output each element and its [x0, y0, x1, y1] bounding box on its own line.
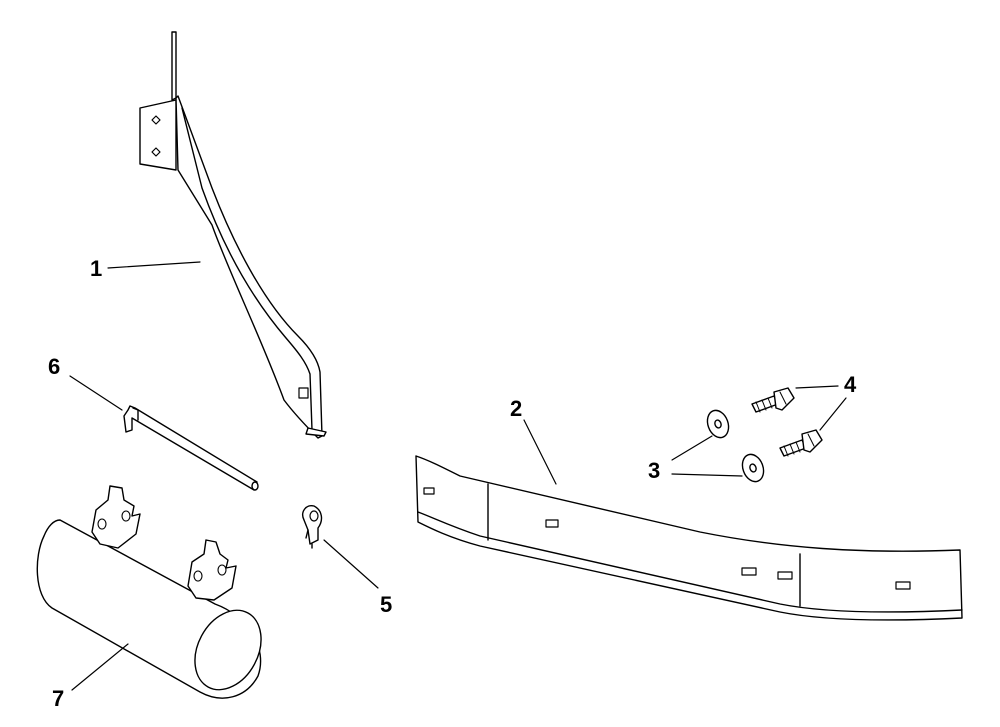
part-support-bracket	[139, 31, 327, 439]
part-bolts	[751, 387, 823, 457]
leader-1	[107, 261, 201, 269]
leader-4a	[795, 385, 839, 389]
leader-6	[69, 375, 123, 411]
leader-3b	[671, 473, 743, 477]
callout-2: 2	[510, 396, 522, 421]
leader-2	[523, 419, 557, 485]
part-washers	[706, 409, 765, 483]
callout-labels: 1 2 3 4 5 6 7	[48, 256, 857, 711]
leader-5	[323, 539, 379, 589]
callout-1: 1	[90, 256, 102, 281]
leader-3a	[671, 435, 713, 461]
part-curved-shield	[415, 455, 963, 621]
callout-6: 6	[48, 354, 60, 379]
callout-7: 7	[52, 686, 64, 711]
leader-lines	[69, 261, 847, 691]
callout-4: 4	[844, 372, 857, 397]
part-rod	[123, 405, 259, 491]
callout-5: 5	[380, 592, 392, 617]
part-muffler	[36, 485, 262, 699]
callout-3: 3	[648, 458, 660, 483]
leader-7	[71, 643, 129, 691]
part-cotter-clip	[302, 505, 323, 549]
leader-4b	[819, 397, 847, 431]
